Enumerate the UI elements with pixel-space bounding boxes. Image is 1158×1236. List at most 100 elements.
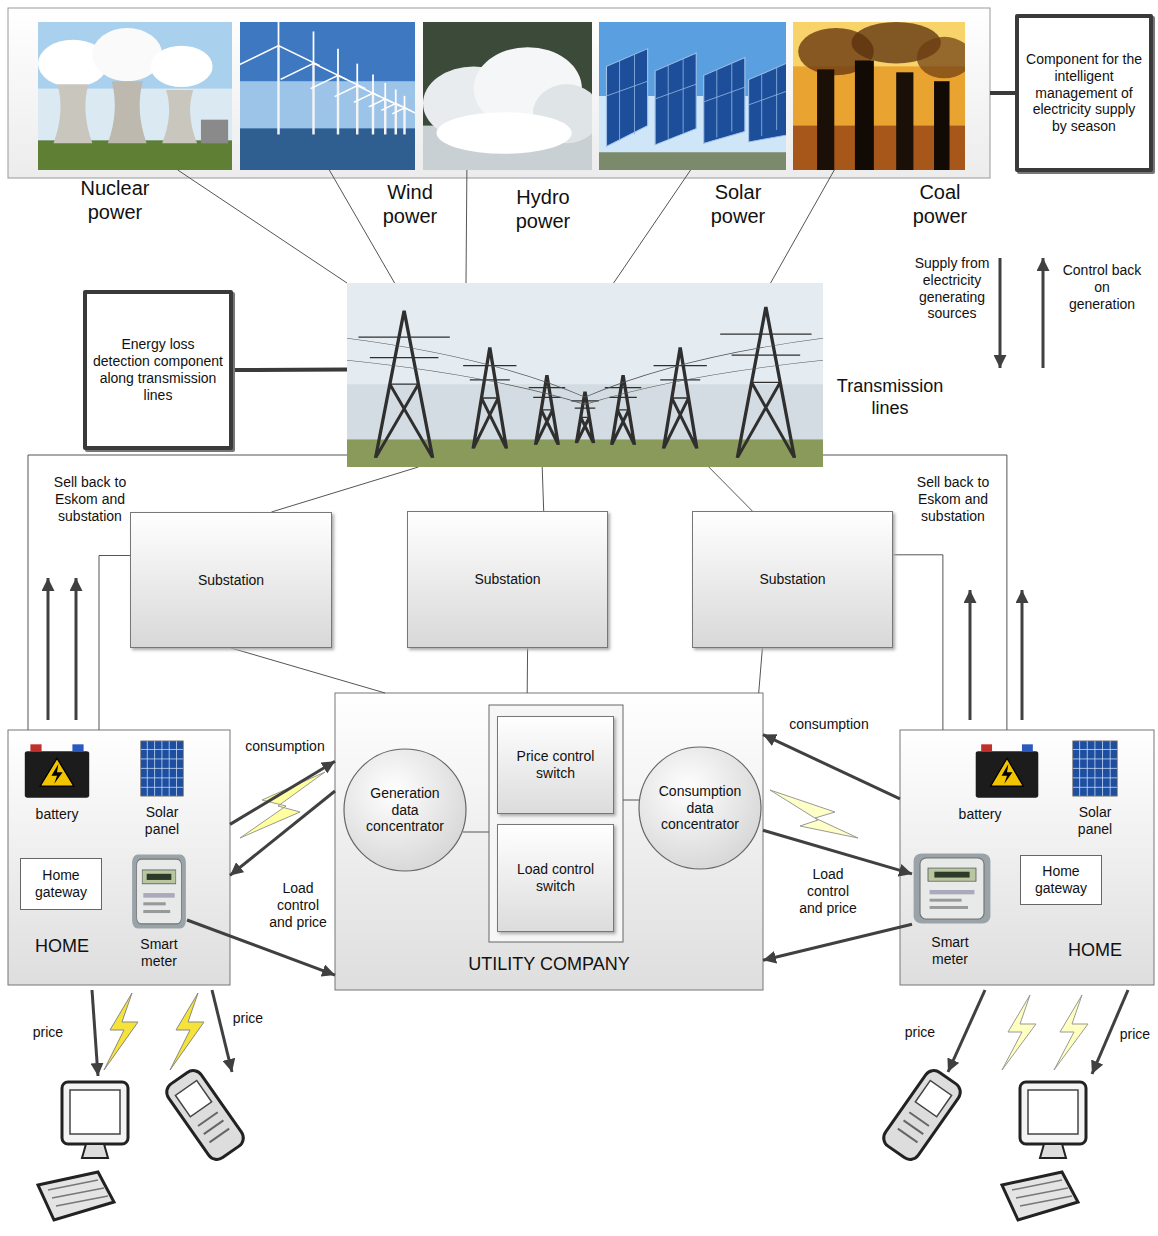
connector-line: [542, 467, 544, 511]
battery-icon: battery: [973, 742, 1041, 800]
power-source-photo: Hydro power: [423, 22, 592, 170]
power-source-photo: [38, 22, 232, 170]
concentrator-circle: [344, 749, 466, 871]
wireless-bolt: [240, 772, 325, 838]
phone-icon: [163, 1067, 247, 1164]
connector-line: [763, 924, 912, 960]
computer-icon: [1020, 1082, 1086, 1144]
transmission-photo: [358, 311, 449, 458]
connector-line: [763, 735, 900, 799]
power-source-photo: Nuclear power: [38, 22, 232, 170]
sell-back-arrow: [47, 578, 50, 720]
node-text: Substation: [474, 571, 540, 588]
power-source-photo: [38, 140, 232, 170]
solar-panel-icon: Solar panel: [1072, 740, 1118, 797]
transmission-photo: [347, 283, 823, 467]
free-label: price: [28, 1024, 68, 1041]
power-source-photo: [277, 46, 279, 135]
power-source-photo: [855, 60, 874, 170]
transmission-photo: [347, 439, 823, 467]
battery-icon: battery: [22, 742, 92, 800]
battery-icon: [30, 744, 41, 751]
battery-icon: [981, 744, 992, 751]
smart-meter-icon: [914, 853, 991, 923]
battery-icon: [991, 758, 1024, 786]
node-caption: battery: [950, 806, 1010, 823]
power-source-photo: [337, 75, 339, 134]
phone-icon: [880, 1067, 964, 1164]
substation-box: Substation: [407, 511, 608, 648]
smart-meter-icon: [930, 899, 962, 902]
edge-label: Load control and price: [795, 866, 861, 916]
transmission-photo: [654, 347, 707, 448]
battery-icon: [1022, 744, 1033, 751]
power-source-photo: [108, 81, 147, 143]
power-source-photo: [749, 68, 786, 136]
edge-label: consumption: [784, 716, 874, 733]
smart-meter-icon: [930, 890, 975, 894]
wireless-bolt: [170, 993, 204, 1070]
concentrator-circle: Generation data concentrator: [342, 748, 468, 872]
power-source-photo: [934, 81, 949, 170]
edge-label: consumption: [240, 738, 330, 755]
node-text: Substation: [759, 571, 825, 588]
transmission-photo: [571, 392, 598, 444]
wireless-bolt: [770, 790, 858, 838]
smart-meter-icon: [143, 902, 165, 905]
power-source-photo: [392, 108, 404, 114]
smart-meter-icon: Smart meter: [131, 853, 187, 930]
computer-icon: [48, 1180, 108, 1206]
computer-icon: [70, 1090, 120, 1134]
solar-panel-icon: [1073, 787, 1117, 788]
smart-meter-icon: [143, 910, 170, 913]
transmission-photo: Transmission lines: [347, 283, 823, 467]
power-source-photo: [405, 108, 416, 114]
transmission-photo: [347, 283, 823, 467]
solar-panel-icon: [1073, 741, 1117, 796]
phone-icon: [175, 1081, 211, 1117]
transmission-photo: [463, 347, 516, 448]
power-source-photo: [749, 62, 786, 142]
source-panel: [8, 8, 990, 178]
power-source-photo: [917, 37, 965, 78]
phone-icon: [880, 1067, 964, 1164]
free-label: Control back on generation: [1062, 262, 1142, 312]
connector-line: [233, 368, 347, 373]
node-caption: Wind power: [370, 180, 450, 228]
computer-icon: [1028, 1090, 1078, 1134]
power-source-photo: [240, 46, 279, 66]
power-source-photo: [356, 86, 358, 135]
connector-line: [271, 467, 418, 512]
smart-meter-icon: [131, 853, 187, 930]
battery-icon: [973, 742, 1041, 800]
price-arrow: [212, 990, 232, 1072]
wireless-bolt: [1054, 995, 1088, 1070]
transmission-photo: [605, 375, 642, 445]
power-source-photo: Wind power: [240, 22, 415, 170]
home-box-outline: [8, 730, 230, 985]
power-source-photo: [38, 22, 232, 170]
power-source-photo: [404, 96, 406, 108]
power-source-photo: Coal power: [793, 22, 965, 170]
power-source-photo: [54, 84, 93, 143]
connector-line: [709, 467, 753, 511]
computer-icon: [1002, 1172, 1078, 1220]
wireless-bolt: [104, 993, 138, 1070]
substation-box: Substation: [692, 511, 893, 648]
supply-arrow: [999, 258, 1002, 368]
node-caption: Nuclear power: [75, 176, 155, 224]
callout-box: Component for the intelligent management…: [1015, 14, 1153, 172]
transmission-photo: [720, 307, 811, 458]
power-source-photo: [704, 63, 745, 137]
node-text: Substation: [198, 572, 264, 589]
concentrator-circle: [639, 747, 761, 869]
home-box-outline: [900, 730, 1154, 985]
node-caption: battery: [22, 806, 92, 823]
free-label: Supply from electricity generating sourc…: [912, 255, 992, 322]
power-source-photo: [606, 49, 647, 147]
phone-icon: [898, 1112, 929, 1142]
battery-icon: [1002, 764, 1013, 784]
node-text: Price control switch: [504, 748, 607, 782]
power-source-photo: [312, 63, 314, 134]
